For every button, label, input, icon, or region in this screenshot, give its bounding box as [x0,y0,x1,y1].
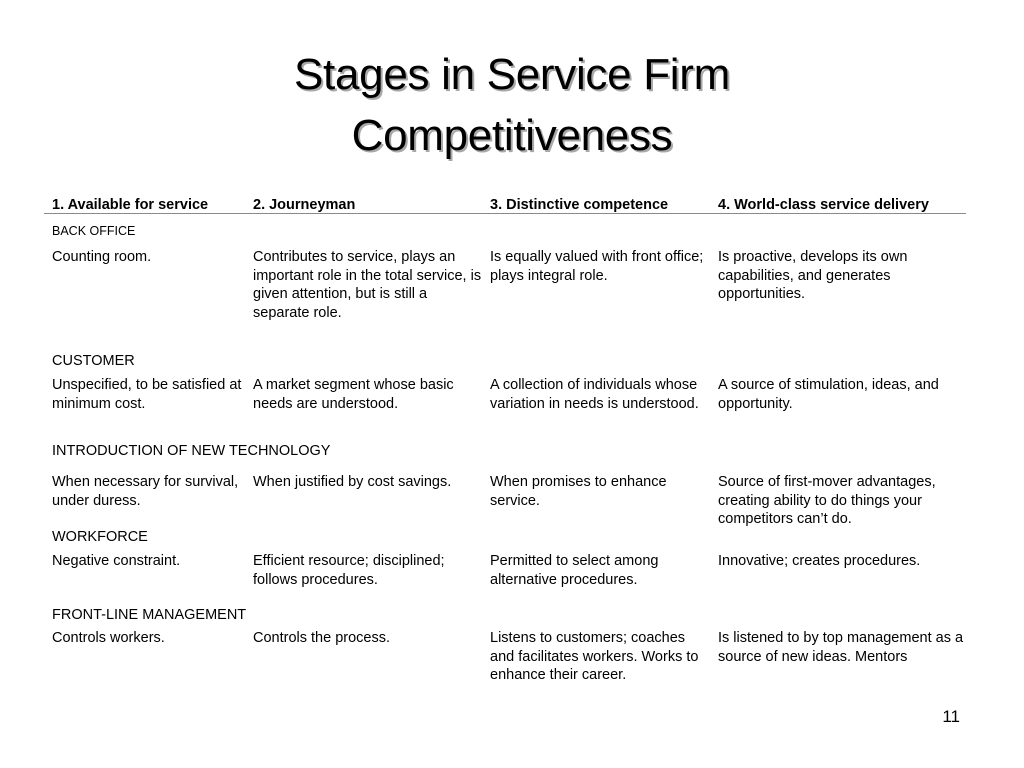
back-office-cell-4: Is proactive, develops its own capabilit… [718,249,908,303]
section-label-back-office: BACK OFFICE [52,224,136,238]
technology-cell-1: When necessary for survival, under dures… [52,474,239,509]
workforce-cell-2: Efficient resource; disciplined; follows… [253,553,445,588]
slide-title-line-1: Stages in Service Firm [294,50,730,99]
workforce-cell-4: Innovative; creates procedures. [718,553,921,569]
column-header-journeyman: 2. Journeyman [253,197,356,213]
column-header-distinctive: 3. Distinctive competence [490,197,669,213]
back-office-cell-3: Is equally valued with front office; pla… [490,249,704,284]
front-line-cell-1: Controls workers. [52,630,165,646]
header-divider [44,213,966,214]
front-line-cell-4: Is listened to by top management as a so… [718,630,964,665]
technology-cell-3: When promises to enhance service. [490,474,667,509]
column-header-world-class: 4. World-class service delivery [718,197,929,213]
section-label-new-technology: INTRODUCTION OF NEW TECHNOLOGY [52,443,331,459]
workforce-cell-3: Permitted to select among alternative pr… [490,553,659,588]
customer-cell-3: A collection of individuals whose variat… [490,377,699,412]
technology-cell-4: Source of first-mover advantages, creati… [718,474,936,528]
customer-cell-2: A market segment whose basic needs are u… [253,377,454,412]
front-line-cell-3: Listens to customers; coaches and facili… [490,630,699,684]
section-label-front-line-management: FRONT-LINE MANAGEMENT [52,607,247,623]
back-office-cell-1: Counting room. [52,249,152,265]
section-label-customer: CUSTOMER [52,353,135,369]
back-office-cell-2: Contributes to service, plays an importa… [253,249,482,322]
column-header-available: 1. Available for service [52,197,209,213]
slide-title-line-2: Competitiveness [351,111,673,160]
page-number: 11 [942,707,960,726]
slide-title: Stages in Service Firm Competitiveness [0,44,1024,166]
section-label-workforce: WORKFORCE [52,529,148,545]
workforce-cell-1: Negative constraint. [52,553,181,569]
customer-cell-4: A source of stimulation, ideas, and oppo… [718,377,939,412]
customer-cell-1: Unspecified, to be satisfied at minimum … [52,377,242,412]
technology-cell-2: When justified by cost savings. [253,474,452,490]
front-line-cell-2: Controls the process. [253,630,391,646]
